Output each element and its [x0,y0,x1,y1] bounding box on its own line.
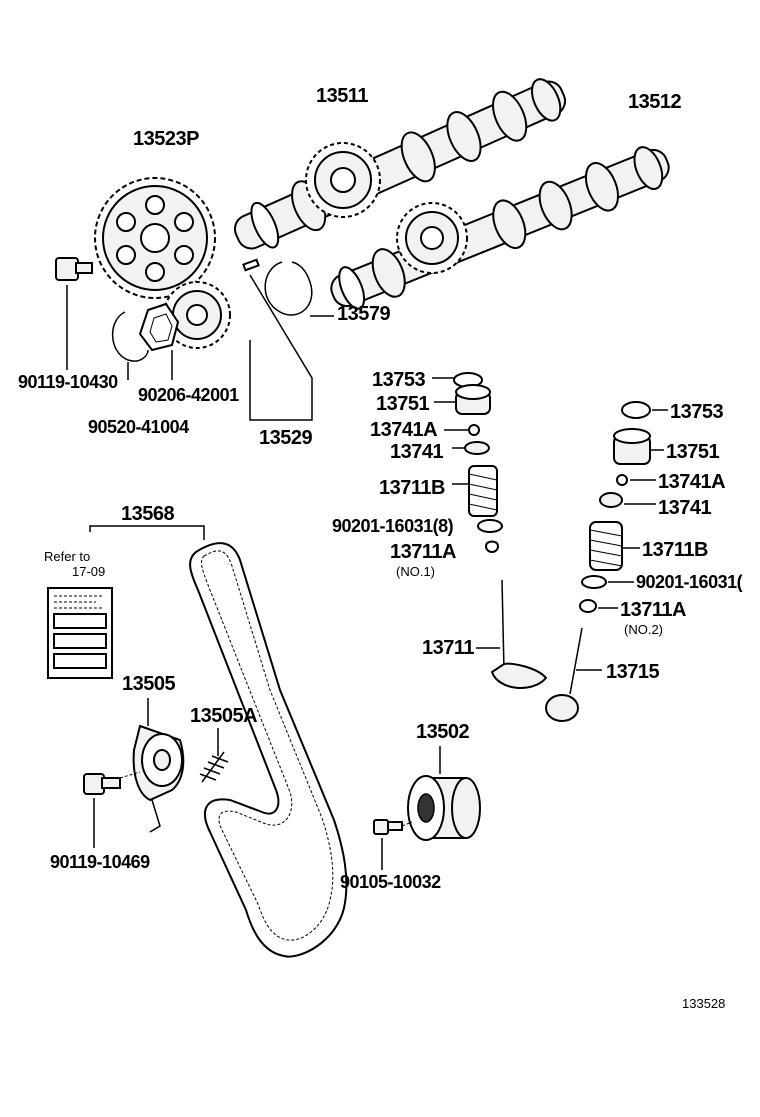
bolt-90119-10430 [55,257,93,370]
label-90520-41004: 90520-41004 [88,417,189,437]
bolt-90119-10469 [83,771,141,848]
label-13711A-no1: 13711A [390,541,456,563]
label-13579: 13579 [337,303,390,325]
snap-ring-90520-41004 [111,311,149,362]
label-13753-no2: 13753 [670,401,723,423]
bolt-90105-10032 [373,819,413,870]
label-13715: 13715 [606,661,659,683]
label-13711B-no1: 13711B [379,477,445,499]
label-90119-10430: 90119-10430 [18,372,118,392]
label-refer-page: 17-09 [72,564,105,579]
label-13511: 13511 [316,85,368,107]
label-90201-16031-no2: 90201-16031( [636,572,743,592]
leader-lines-valve-no2 [576,409,668,671]
label-13741A-no2: 13741A [658,471,725,493]
camshaft-timing-pulley-13523P [94,177,216,299]
label-13505: 13505 [122,673,175,695]
label-refer-to: Refer to [44,549,90,564]
label-13753-no1: 13753 [372,369,425,391]
camshaft-13512 [330,146,670,310]
label-13529: 13529 [259,427,312,449]
label-13751-no2: 13751 [666,441,719,463]
camshaft-13511 [233,78,567,250]
label-13711: 13711 [422,637,474,659]
label-13751-no1: 13751 [376,393,429,415]
label-13741-no1: 13741 [390,441,443,463]
tension-spring-13505A [199,728,229,783]
belt-tensioner-13505 [132,698,185,833]
valve-stack-no1 [453,372,548,690]
idler-pulley-13502 [407,746,481,841]
label-90206-42001: 90206-42001 [138,385,239,405]
part-labels: 13511 13512 13523P 13579 90119-10430 902… [18,85,743,1011]
crankshaft-gear-13529 [163,281,231,349]
label-90201-16031-no1: 90201-16031(8) [332,516,454,536]
label-13568: 13568 [121,503,174,525]
ring-13579 [242,258,334,317]
label-90119-10469: 90119-10469 [50,852,150,872]
label-13711A-no2: 13711A [620,599,686,621]
timing-belt-13568 [89,525,348,958]
label-13741A-no1: 13741A [370,419,437,441]
label-13741-no2: 13741 [658,497,711,519]
leader-lines-upper [127,274,313,421]
washer-90206-42001 [138,302,180,352]
label-13512: 13512 [628,91,681,113]
label-90105-10032: 90105-10032 [340,872,441,892]
label-13505A: 13505A [190,705,257,727]
label-13502: 13502 [416,721,469,743]
label-no1: (NO.1) [396,564,435,579]
label-no2: (NO.2) [624,622,663,637]
refer-to-box [47,587,113,679]
label-13711B-no2: 13711B [642,539,708,561]
leader-lines-valve-no1 [432,377,500,649]
label-13523P: 13523P [133,128,199,150]
catalog-number: 133528 [682,996,725,1011]
